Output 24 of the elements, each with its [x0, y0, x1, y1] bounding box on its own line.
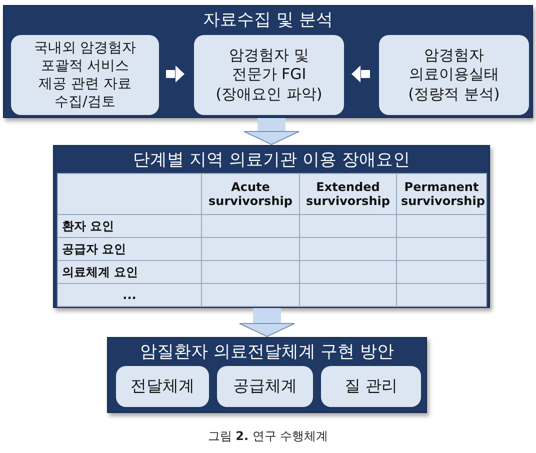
process-box: 전달체계: [116, 366, 209, 407]
row-label: ...: [58, 284, 202, 306]
section-panel: [107, 337, 427, 413]
row-label: 환자 요인: [58, 214, 202, 238]
section-title: 암질환자 의료전달체계 구현 방안: [138, 341, 396, 363]
process-box: 공급체계: [217, 366, 313, 407]
row-label: 공급자 요인: [58, 238, 202, 260]
process-box: 국내외 암경험자 포괄적 서비스 제공 관련 자료 수집/검토: [11, 35, 159, 115]
block-arrow: [244, 118, 300, 145]
block-arrow: [352, 66, 370, 82]
column-header: Extended survivorship: [300, 174, 396, 214]
process-box: 질 관리: [321, 366, 421, 407]
section-panel: [3, 5, 533, 118]
figure-caption: 그림 2. 연구 수행체계: [206, 428, 330, 445]
section-title: 단계별 지역 의료기관 이용 장애요인: [132, 149, 411, 171]
process-box: 암경험자 및 전문가 FGI (장애요인 파악): [194, 35, 344, 115]
section-title: 자료수집 및 분석: [202, 9, 334, 31]
block-arrow: [239, 308, 295, 337]
process-box: 암경험자 의료이용실태 (정량적 분석): [379, 35, 529, 115]
column-header: Acute survivorship: [202, 174, 300, 214]
row-label: 의료체계 요인: [58, 260, 202, 284]
block-arrow: [166, 66, 184, 82]
column-header: Permanent survivorship: [396, 174, 486, 214]
section-panel: [53, 145, 490, 308]
